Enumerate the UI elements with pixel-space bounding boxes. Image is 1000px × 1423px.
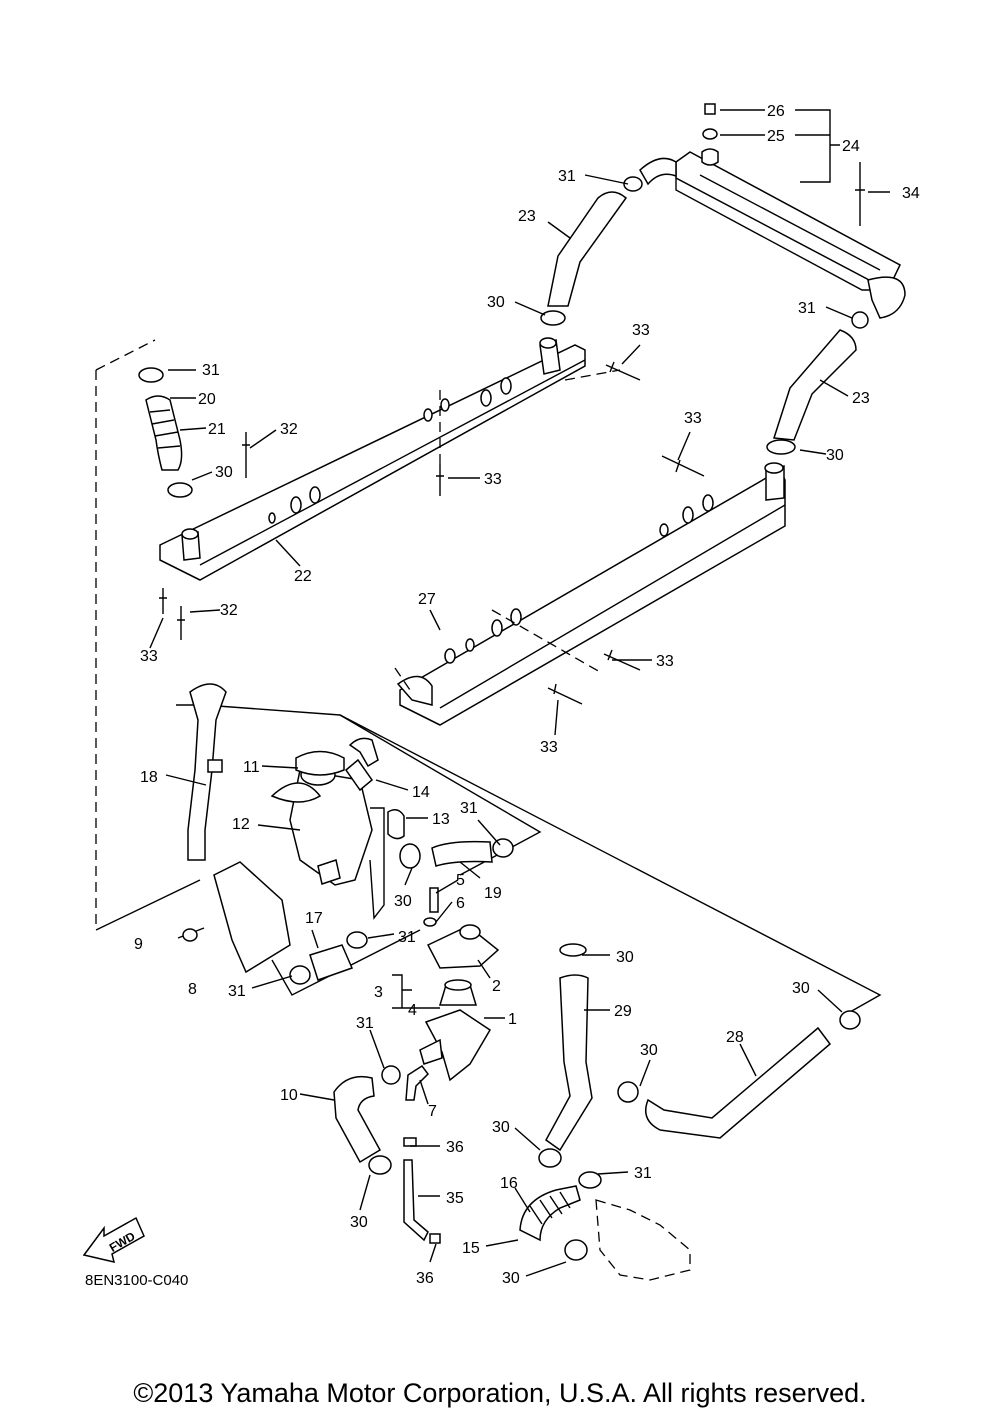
callout-30: 30 bbox=[826, 447, 844, 464]
callout-5: 5 bbox=[456, 872, 465, 889]
callout-31: 31 bbox=[398, 929, 416, 946]
callout-19: 19 bbox=[484, 885, 502, 902]
callout-18: 18 bbox=[140, 769, 158, 786]
callout-20: 20 bbox=[198, 391, 216, 408]
callout-14: 14 bbox=[412, 784, 430, 801]
callout-30: 30 bbox=[792, 980, 810, 997]
hose-14 bbox=[348, 737, 379, 768]
callout-31: 31 bbox=[356, 1015, 374, 1032]
callout-31: 31 bbox=[460, 800, 478, 817]
callout-7: 7 bbox=[428, 1103, 437, 1120]
callout-1: 1 bbox=[508, 1011, 517, 1028]
bolt-pins bbox=[159, 162, 865, 705]
callout-31: 31 bbox=[558, 168, 576, 185]
hose-23-upper bbox=[547, 191, 628, 307]
callout-30: 30 bbox=[640, 1042, 658, 1059]
callout-16: 16 bbox=[500, 1175, 518, 1192]
callout-33: 33 bbox=[540, 739, 558, 756]
grommet-13 bbox=[387, 809, 405, 840]
callout-23: 23 bbox=[852, 390, 870, 407]
callout-25: 25 bbox=[767, 128, 785, 145]
callout-13: 13 bbox=[432, 811, 450, 828]
upper-crossover-pipe bbox=[639, 103, 906, 319]
callout-31: 31 bbox=[634, 1165, 652, 1182]
callout-31: 31 bbox=[798, 300, 816, 317]
callout-29: 29 bbox=[614, 1003, 632, 1020]
callout-30: 30 bbox=[215, 464, 233, 481]
callout-17: 17 bbox=[305, 910, 323, 927]
hose-21 bbox=[145, 395, 183, 471]
callout-33: 33 bbox=[484, 471, 502, 488]
callout-10: 10 bbox=[280, 1087, 298, 1104]
callout-27: 27 bbox=[418, 591, 436, 608]
callout-32: 32 bbox=[220, 602, 238, 619]
callout-30: 30 bbox=[350, 1214, 368, 1231]
callout-33: 33 bbox=[140, 648, 158, 665]
callout-22: 22 bbox=[294, 568, 312, 585]
callout-3: 3 bbox=[374, 984, 383, 1001]
leader-lines bbox=[149, 109, 890, 1277]
pipe-18 bbox=[187, 683, 227, 861]
bracket-8 bbox=[213, 861, 291, 974]
hose-10 bbox=[333, 1075, 382, 1164]
callout-35: 35 bbox=[446, 1190, 464, 1207]
hose-35 bbox=[403, 1159, 429, 1242]
callout-23: 23 bbox=[518, 208, 536, 225]
callout-26: 26 bbox=[767, 103, 785, 120]
callout-36: 36 bbox=[446, 1139, 464, 1156]
hose-23-right bbox=[773, 329, 857, 441]
callout-6: 6 bbox=[456, 895, 465, 912]
callout-12: 12 bbox=[232, 816, 250, 833]
callout-28: 28 bbox=[726, 1029, 744, 1046]
hose-17 bbox=[309, 944, 354, 981]
callout-36: 36 bbox=[416, 1270, 434, 1287]
hose-28 bbox=[645, 1026, 832, 1139]
callout-31: 31 bbox=[202, 362, 220, 379]
thermostat-assembly bbox=[419, 887, 500, 1082]
callout-31: 31 bbox=[228, 983, 246, 1000]
diagram-code: 8EN3100-C040 bbox=[85, 1272, 189, 1289]
callout-24: 24 bbox=[842, 138, 860, 155]
copyright-notice: ©2013 Yamaha Motor Corporation, U.S.A. A… bbox=[133, 1378, 867, 1408]
callout-33: 33 bbox=[684, 410, 702, 427]
callout-30: 30 bbox=[616, 949, 634, 966]
right-pipe-plate-27 bbox=[396, 462, 786, 726]
water-pump-outline bbox=[595, 1199, 691, 1281]
callout-33: 33 bbox=[656, 653, 674, 670]
callout-34: 34 bbox=[902, 185, 920, 202]
hose-19 bbox=[431, 840, 493, 867]
callout-30: 30 bbox=[492, 1119, 510, 1136]
callout-30: 30 bbox=[394, 893, 412, 910]
cap-11 bbox=[295, 750, 345, 776]
callout-labels: 26 25 24 31 34 23 30 31 33 31 23 20 21 3… bbox=[134, 103, 920, 1287]
reservoir-tank-12 bbox=[270, 758, 385, 920]
callout-30: 30 bbox=[487, 294, 505, 311]
callout-15: 15 bbox=[462, 1240, 480, 1257]
hose-29 bbox=[545, 974, 593, 1152]
callout-32: 32 bbox=[280, 421, 298, 438]
callout-8: 8 bbox=[188, 981, 197, 998]
left-pipe-plate-22 bbox=[159, 337, 586, 581]
callout-9: 9 bbox=[134, 936, 143, 953]
fitting-7 bbox=[405, 1064, 429, 1101]
callout-2: 2 bbox=[492, 978, 501, 995]
callout-21: 21 bbox=[208, 421, 226, 438]
callout-30: 30 bbox=[502, 1270, 520, 1287]
callout-11: 11 bbox=[243, 759, 260, 776]
hose-16 bbox=[519, 1185, 581, 1242]
callout-33: 33 bbox=[632, 322, 650, 339]
fwd-arrow-icon: FWD bbox=[82, 1216, 145, 1264]
callout-4: 4 bbox=[408, 1002, 417, 1019]
